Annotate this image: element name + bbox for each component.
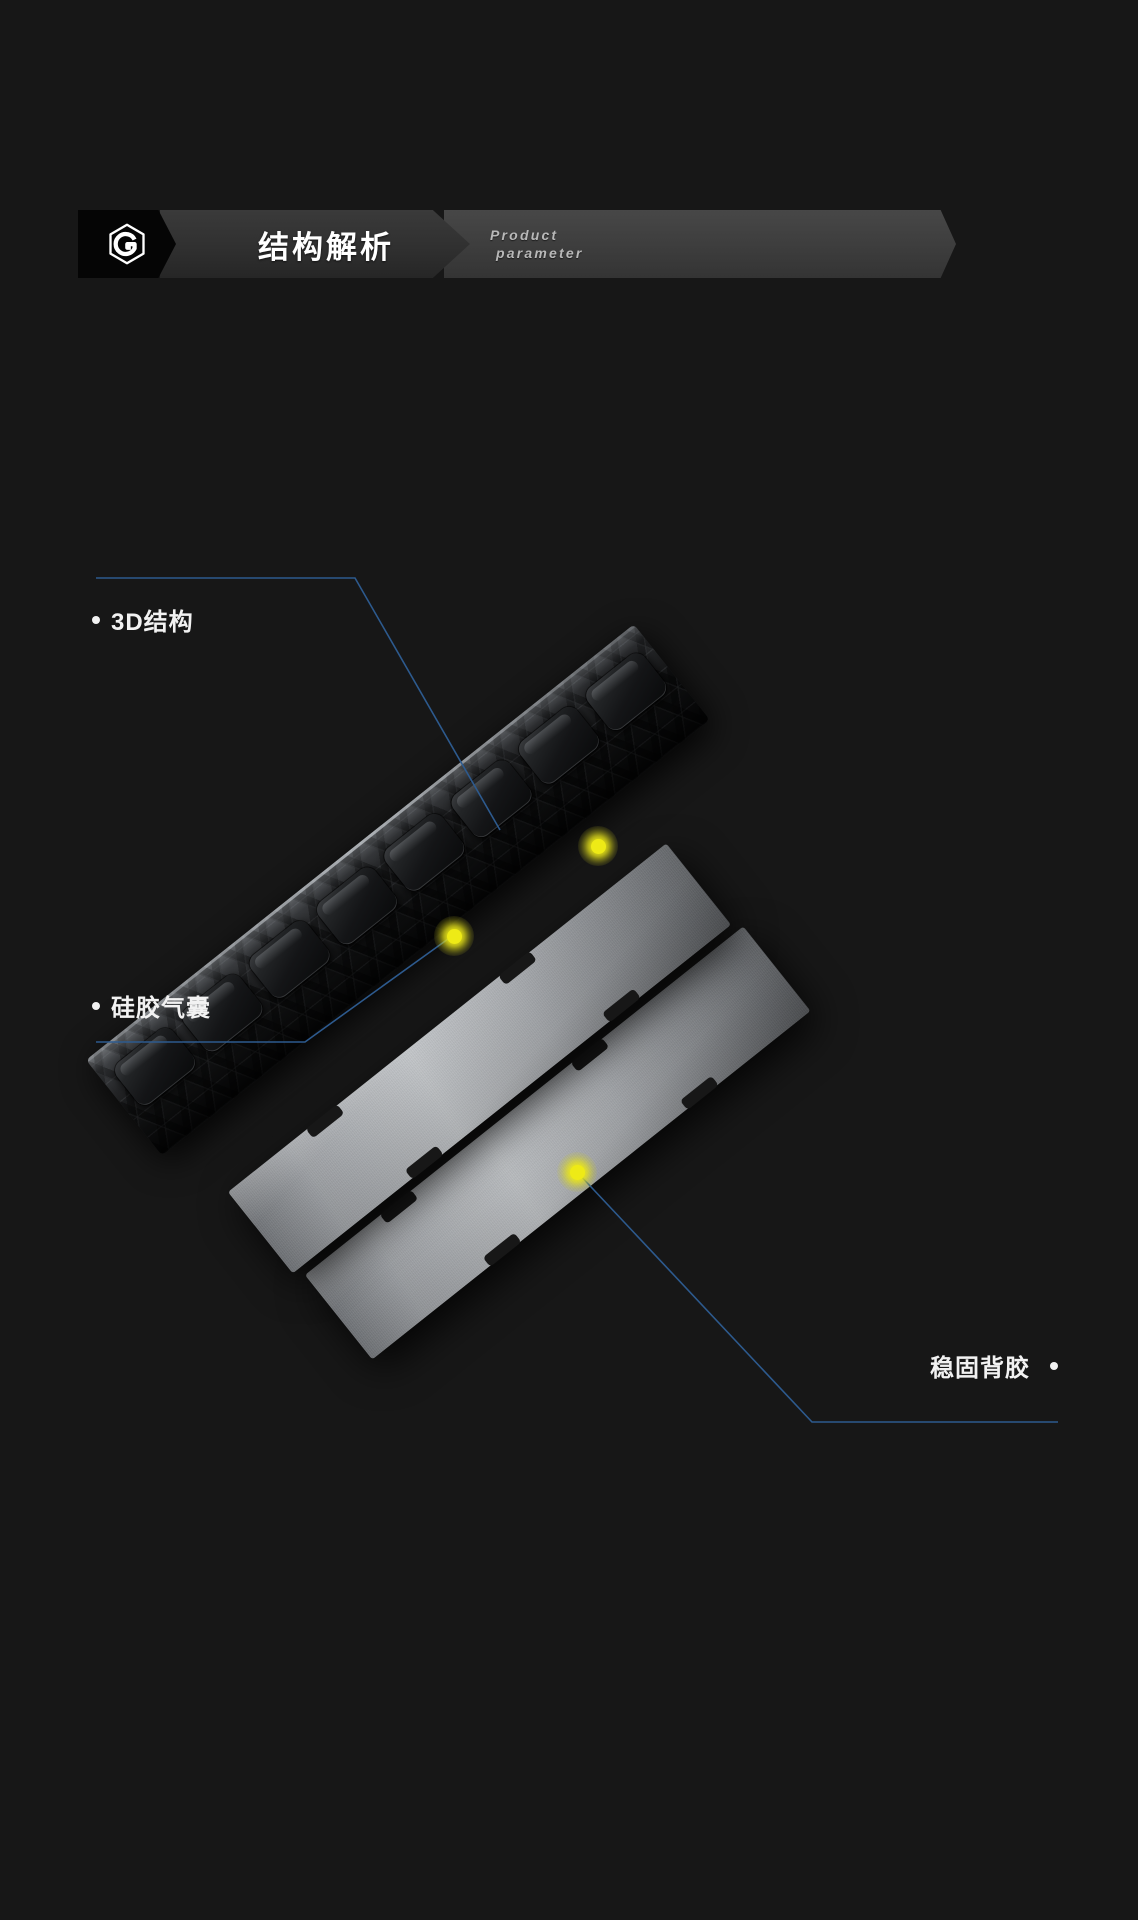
header-subtitle-line2: parameter <box>496 244 584 261</box>
hotspot-stable-adhesive[interactable] <box>557 1152 597 1192</box>
hexagon-g-logo-icon <box>109 223 145 265</box>
brand-logo-badge <box>78 210 176 278</box>
callout-bullet-icon <box>1050 1361 1058 1370</box>
section-header-banner: 结构解析 Product parameter <box>78 210 956 278</box>
page-title: 结构解析 <box>258 229 394 265</box>
hotspot-silicone-airbag[interactable] <box>434 916 474 956</box>
callout-label-text: 硅胶气囊 <box>111 995 211 1022</box>
header-title-chevron: 结构解析 <box>160 210 470 278</box>
hotspot-core <box>590 838 606 854</box>
callout-label-stable-adhesive: 稳固背胶 <box>930 1348 1058 1383</box>
hotspot-core <box>569 1164 585 1180</box>
callout-label-silicone-airbag: 硅胶气囊 <box>92 988 211 1023</box>
header-subtitle-chevron: Product parameter <box>444 210 956 278</box>
header-subtitle-line1: Product <box>490 226 559 243</box>
callout-bullet-icon <box>92 1001 100 1010</box>
callout-label-text: 稳固背胶 <box>930 1355 1030 1382</box>
callout-label-text: 3D结构 <box>111 609 194 636</box>
callout-label-3d-structure: 3D结构 <box>92 602 194 637</box>
callout-bullet-icon <box>92 615 100 624</box>
hotspot-3d-structure[interactable] <box>578 826 618 866</box>
hotspot-core <box>446 928 462 944</box>
